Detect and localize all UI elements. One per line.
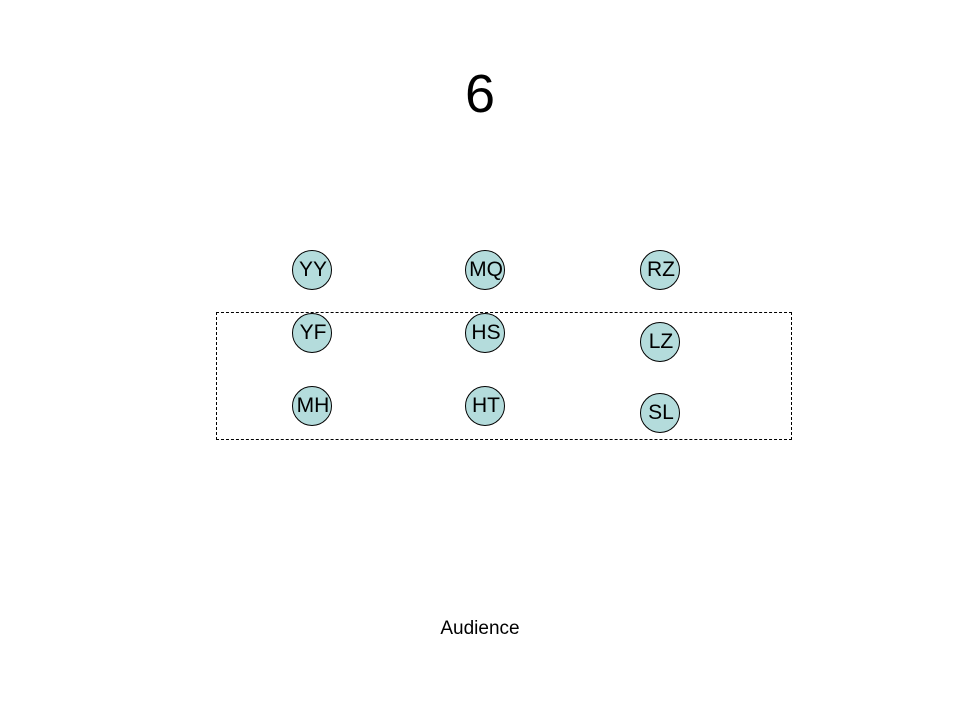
dancer-yf: YF bbox=[292, 313, 332, 353]
dancer-rz-label: RZ bbox=[647, 258, 675, 281]
audience-label: Audience bbox=[440, 618, 520, 639]
dancer-mh: MH bbox=[292, 386, 332, 426]
dancer-yy-label: YY bbox=[298, 258, 327, 281]
dancer-yy: YY bbox=[292, 250, 332, 290]
dancer-mq-label: MQ bbox=[469, 258, 503, 281]
dancer-mh-label: MH bbox=[296, 394, 330, 417]
dancer-lz-label: LZ bbox=[648, 330, 674, 353]
dancer-lz: LZ bbox=[640, 322, 680, 362]
dancer-ht: HT bbox=[465, 386, 505, 426]
dancer-mq: MQ bbox=[465, 250, 505, 290]
dancer-hs-label: HS bbox=[471, 321, 501, 344]
slide-title: 6 bbox=[464, 64, 496, 124]
dancer-rz: RZ bbox=[640, 250, 680, 290]
dancer-ht-label: HT bbox=[472, 394, 500, 417]
formation-box bbox=[216, 312, 792, 440]
dancer-yf-label: YF bbox=[299, 321, 327, 344]
dancer-hs: HS bbox=[465, 313, 505, 353]
dancer-sl-label: SL bbox=[648, 401, 674, 424]
dancer-sl: SL bbox=[640, 393, 680, 433]
